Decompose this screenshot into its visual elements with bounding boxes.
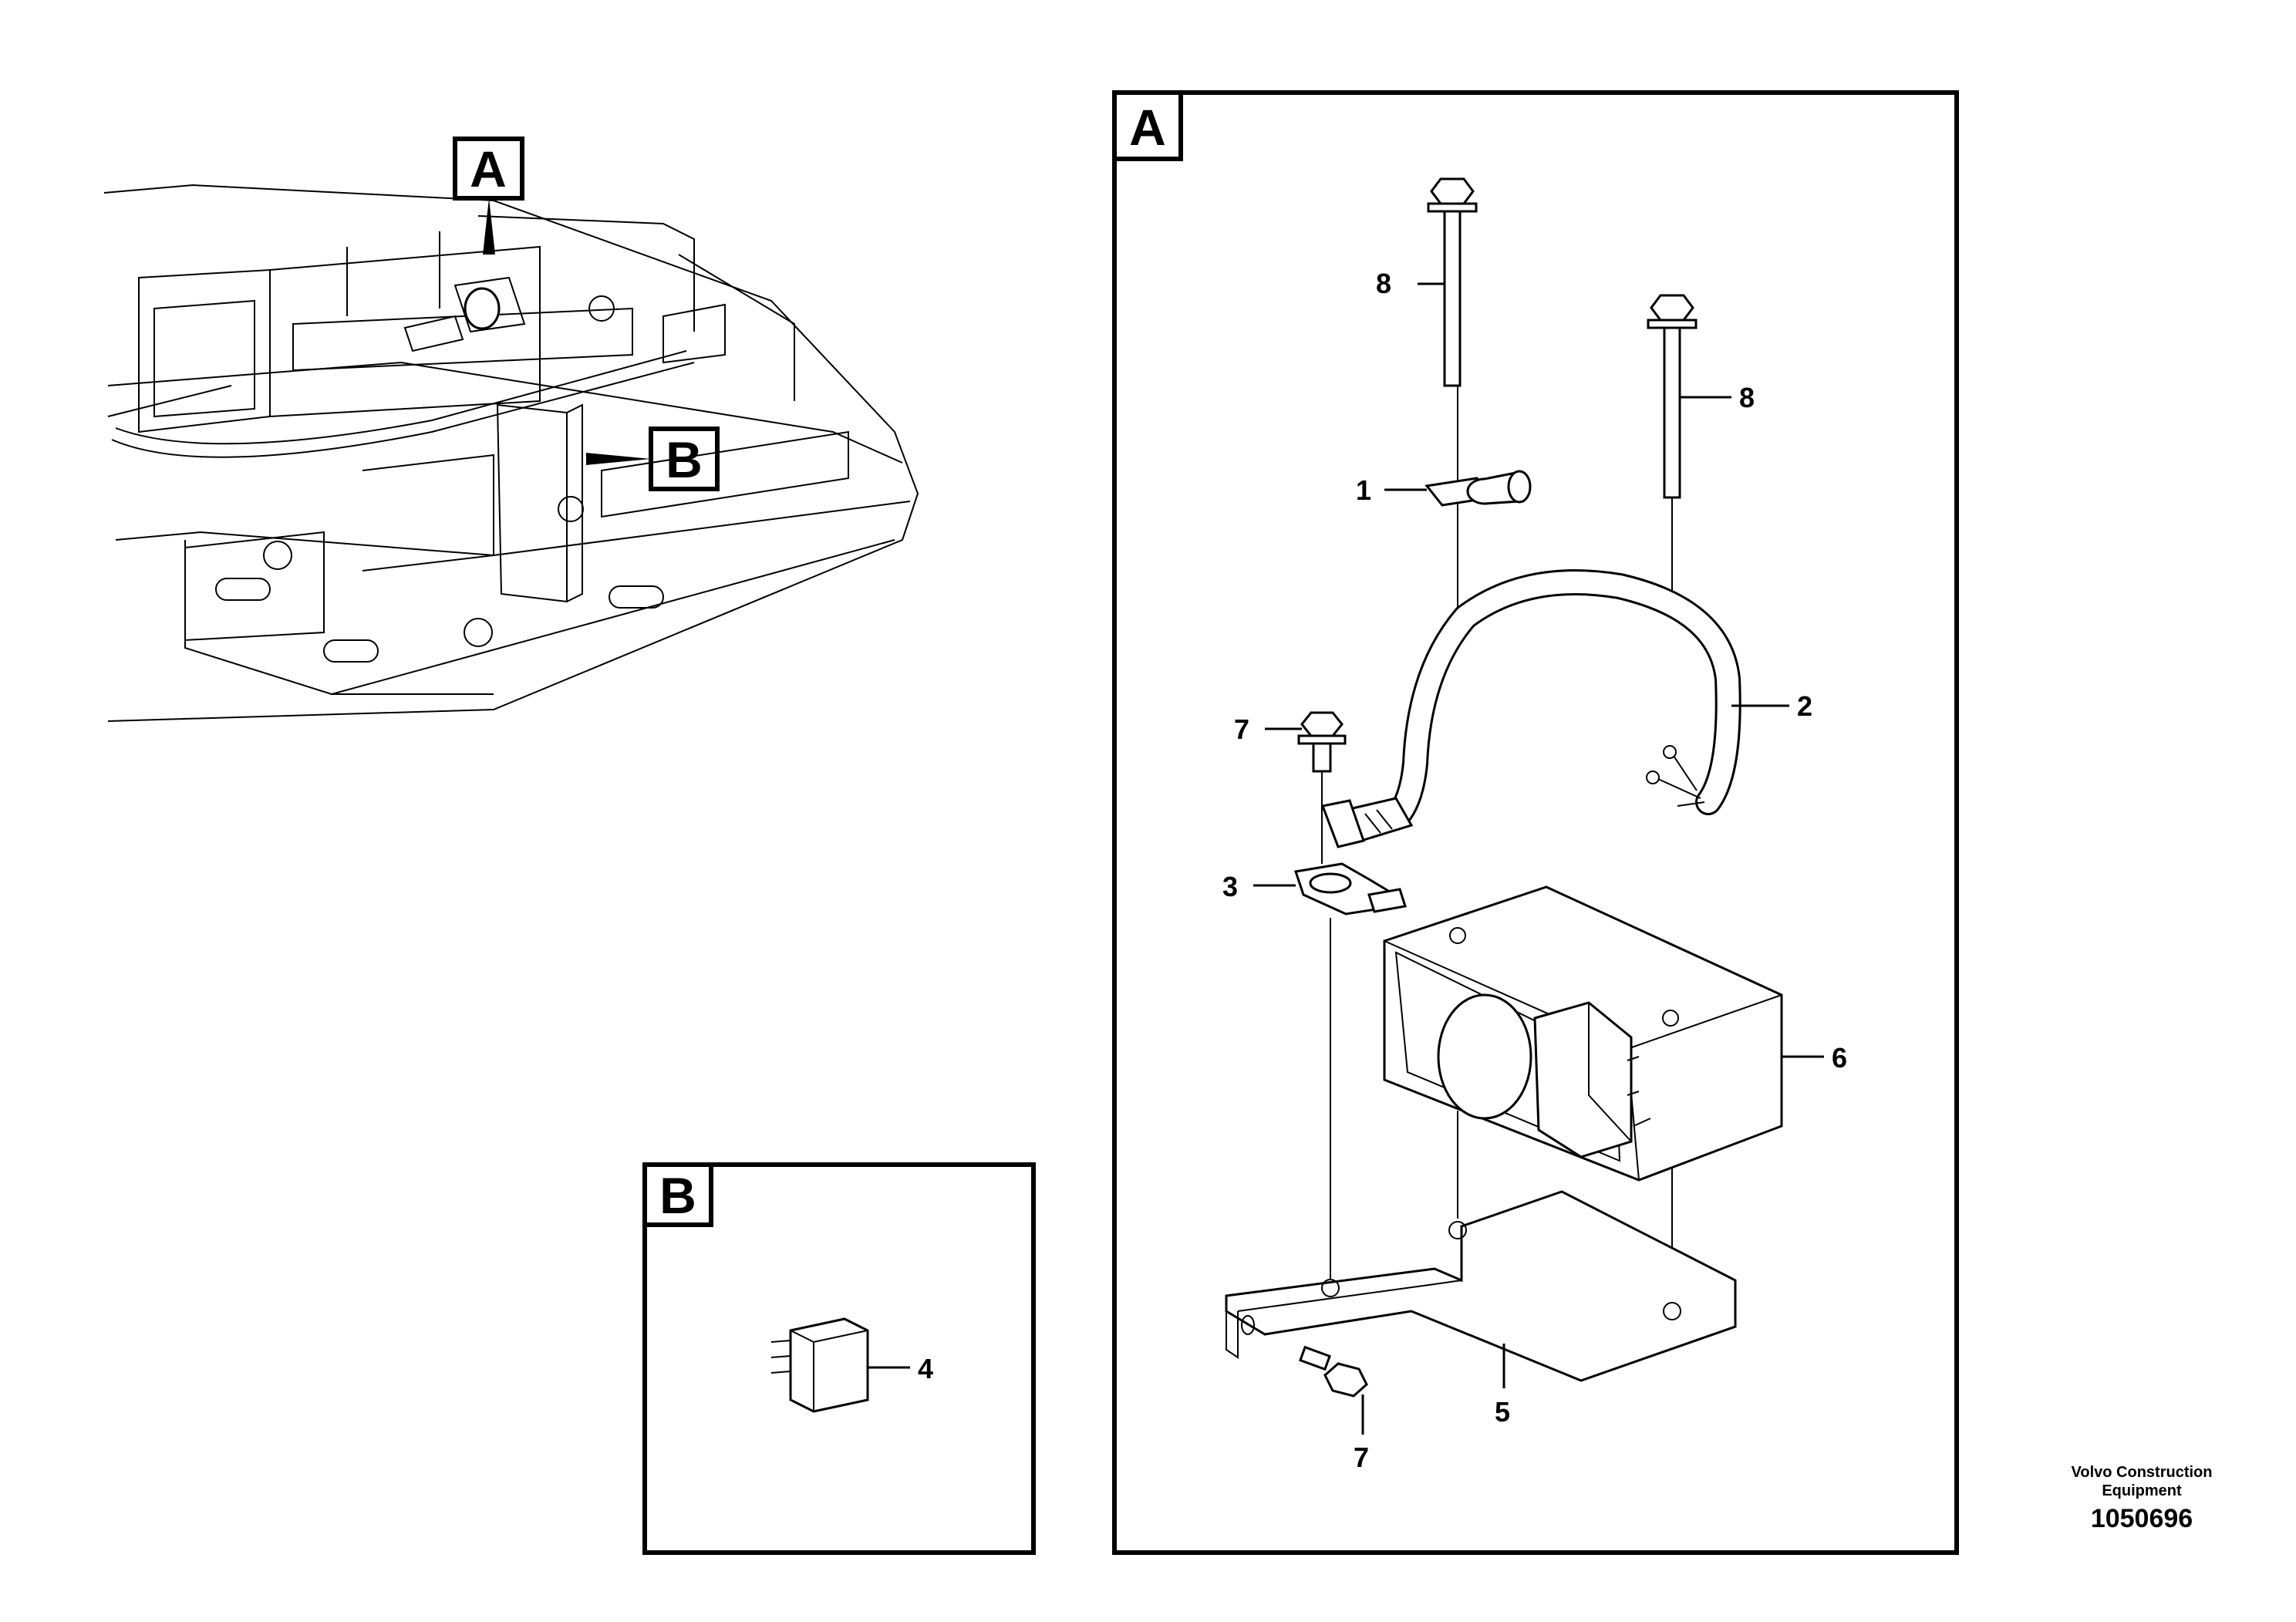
callout-4: 4 (918, 1353, 933, 1384)
overview-pointer-b (586, 453, 651, 465)
callout-6: 6 (1832, 1042, 1847, 1074)
detail-a-label: A (1129, 99, 1166, 156)
callout-8-right: 8 (1739, 382, 1755, 413)
cable-harness-part-2 (1320, 569, 1741, 848)
detail-b: B 4 (642, 1162, 1036, 1555)
callout-1: 1 (1356, 474, 1371, 506)
clamp-part-3 (1294, 862, 1407, 916)
bolt-part-8-right (1647, 294, 1698, 499)
horn-housing-part-6 (1383, 885, 1783, 1182)
bolt-part-7-upper (1297, 711, 1347, 773)
machine-frame-overview: A B (103, 137, 919, 722)
bracket-part-5 (1225, 1190, 1737, 1382)
overview-label-a: A (470, 140, 507, 197)
detail-b-label: B (659, 1167, 696, 1224)
relay-part-4 (770, 1317, 869, 1413)
callout-7-lower: 7 (1354, 1442, 1369, 1473)
callout-8-left: 8 (1376, 268, 1391, 299)
overview-label-b: B (666, 431, 703, 488)
company-name-line2: Equipment (2102, 1482, 2182, 1499)
company-name-line1: Volvo Construction (2071, 1464, 2213, 1481)
bolt-part-7-lower (1299, 1345, 1368, 1398)
callout-7-upper: 7 (1234, 713, 1249, 745)
drawing-number: 1050696 (2090, 1504, 2193, 1533)
detail-a: A 8 8 1 (1112, 90, 1959, 1555)
callout-2: 2 (1797, 690, 1812, 722)
overview-pointer-a (483, 198, 495, 255)
callout-5: 5 (1495, 1396, 1510, 1428)
bolt-part-8-left (1427, 177, 1478, 387)
callout-3: 3 (1222, 871, 1238, 902)
clip-part-1 (1424, 470, 1532, 507)
